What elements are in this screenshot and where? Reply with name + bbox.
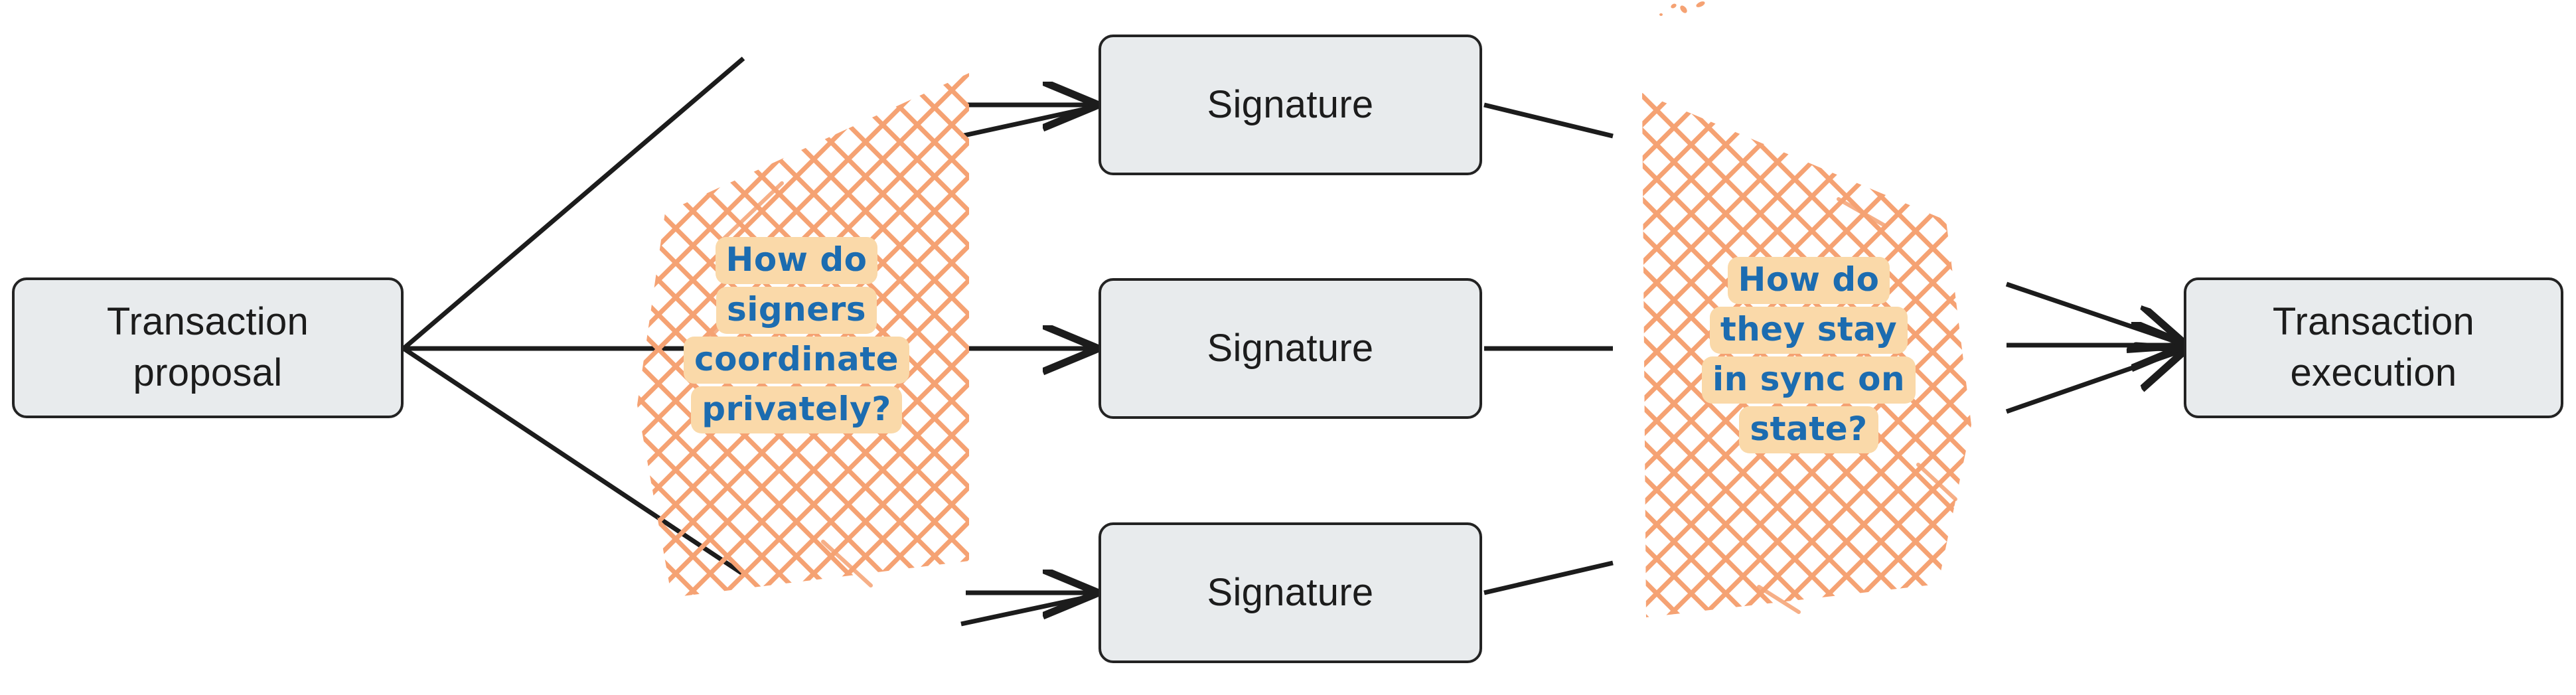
edge-feather-signature-3 <box>960 593 1093 627</box>
edge-feather-signature-1 <box>960 105 1093 139</box>
hatch-speck-4 <box>1659 13 1663 16</box>
edge-signature-3-out <box>1483 560 1614 595</box>
hatch-speck-3 <box>1695 0 1706 9</box>
node-signature-1-label: Signature <box>1207 82 1374 126</box>
node-signature-1[interactable]: Signature <box>1099 35 1482 175</box>
edge-to-execution-3 <box>2005 350 2182 414</box>
node-signature-3[interactable]: Signature <box>1099 522 1482 663</box>
node-transaction-proposal[interactable]: Transaction proposal <box>12 277 404 418</box>
node-signature-3-label: Signature <box>1207 570 1374 614</box>
node-transaction-execution-label: Transaction execution <box>2272 300 2475 394</box>
edge-to-execution-1 <box>2005 281 2182 344</box>
hatch-speck-1 <box>1670 3 1677 9</box>
hatch-pattern-right <box>1642 93 1971 617</box>
hatch-pattern-left <box>637 73 969 597</box>
node-transaction-proposal-label: Transaction proposal <box>106 300 309 394</box>
edge-signature-1-out <box>1483 102 1614 139</box>
node-signature-2-label: Signature <box>1207 326 1374 370</box>
node-signature-2[interactable]: Signature <box>1099 278 1482 419</box>
hatch-speck-2 <box>1679 4 1689 15</box>
annotation-region-sync <box>1639 93 1978 617</box>
annotation-region-coordinate <box>624 73 969 597</box>
node-transaction-execution[interactable]: Transaction execution <box>2184 277 2563 418</box>
